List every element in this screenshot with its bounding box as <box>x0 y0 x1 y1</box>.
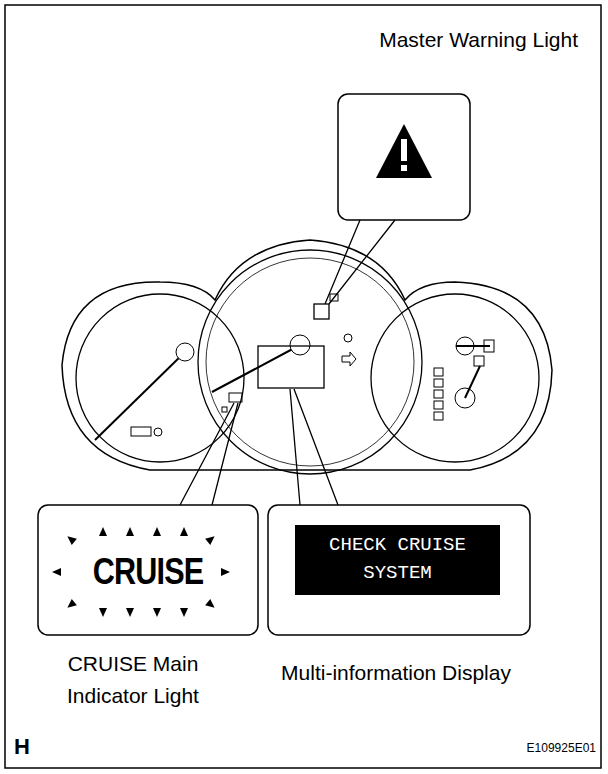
cruise-callout: CRUISECRUISE Main Indicator Light <box>38 505 258 635</box>
indicator-text: CRUISE <box>55 551 242 593</box>
warning-callout: Master Warning Light <box>338 94 470 220</box>
callout-heading: Master Warning Light <box>379 28 578 52</box>
callout-heading: Multi-information Display <box>246 661 546 685</box>
display-text: CHECK CRUISE SYSTEM <box>299 531 496 587</box>
display-callout: CHECK CRUISE SYSTEMMulti-information Dis… <box>268 505 530 635</box>
page-letter: H <box>14 734 30 760</box>
callout-heading: CRUISE Main Indicator Light <box>28 648 238 712</box>
display-screen: CHECK CRUISE SYSTEM <box>295 525 500 595</box>
figure-code: E109925E01 <box>527 741 596 755</box>
